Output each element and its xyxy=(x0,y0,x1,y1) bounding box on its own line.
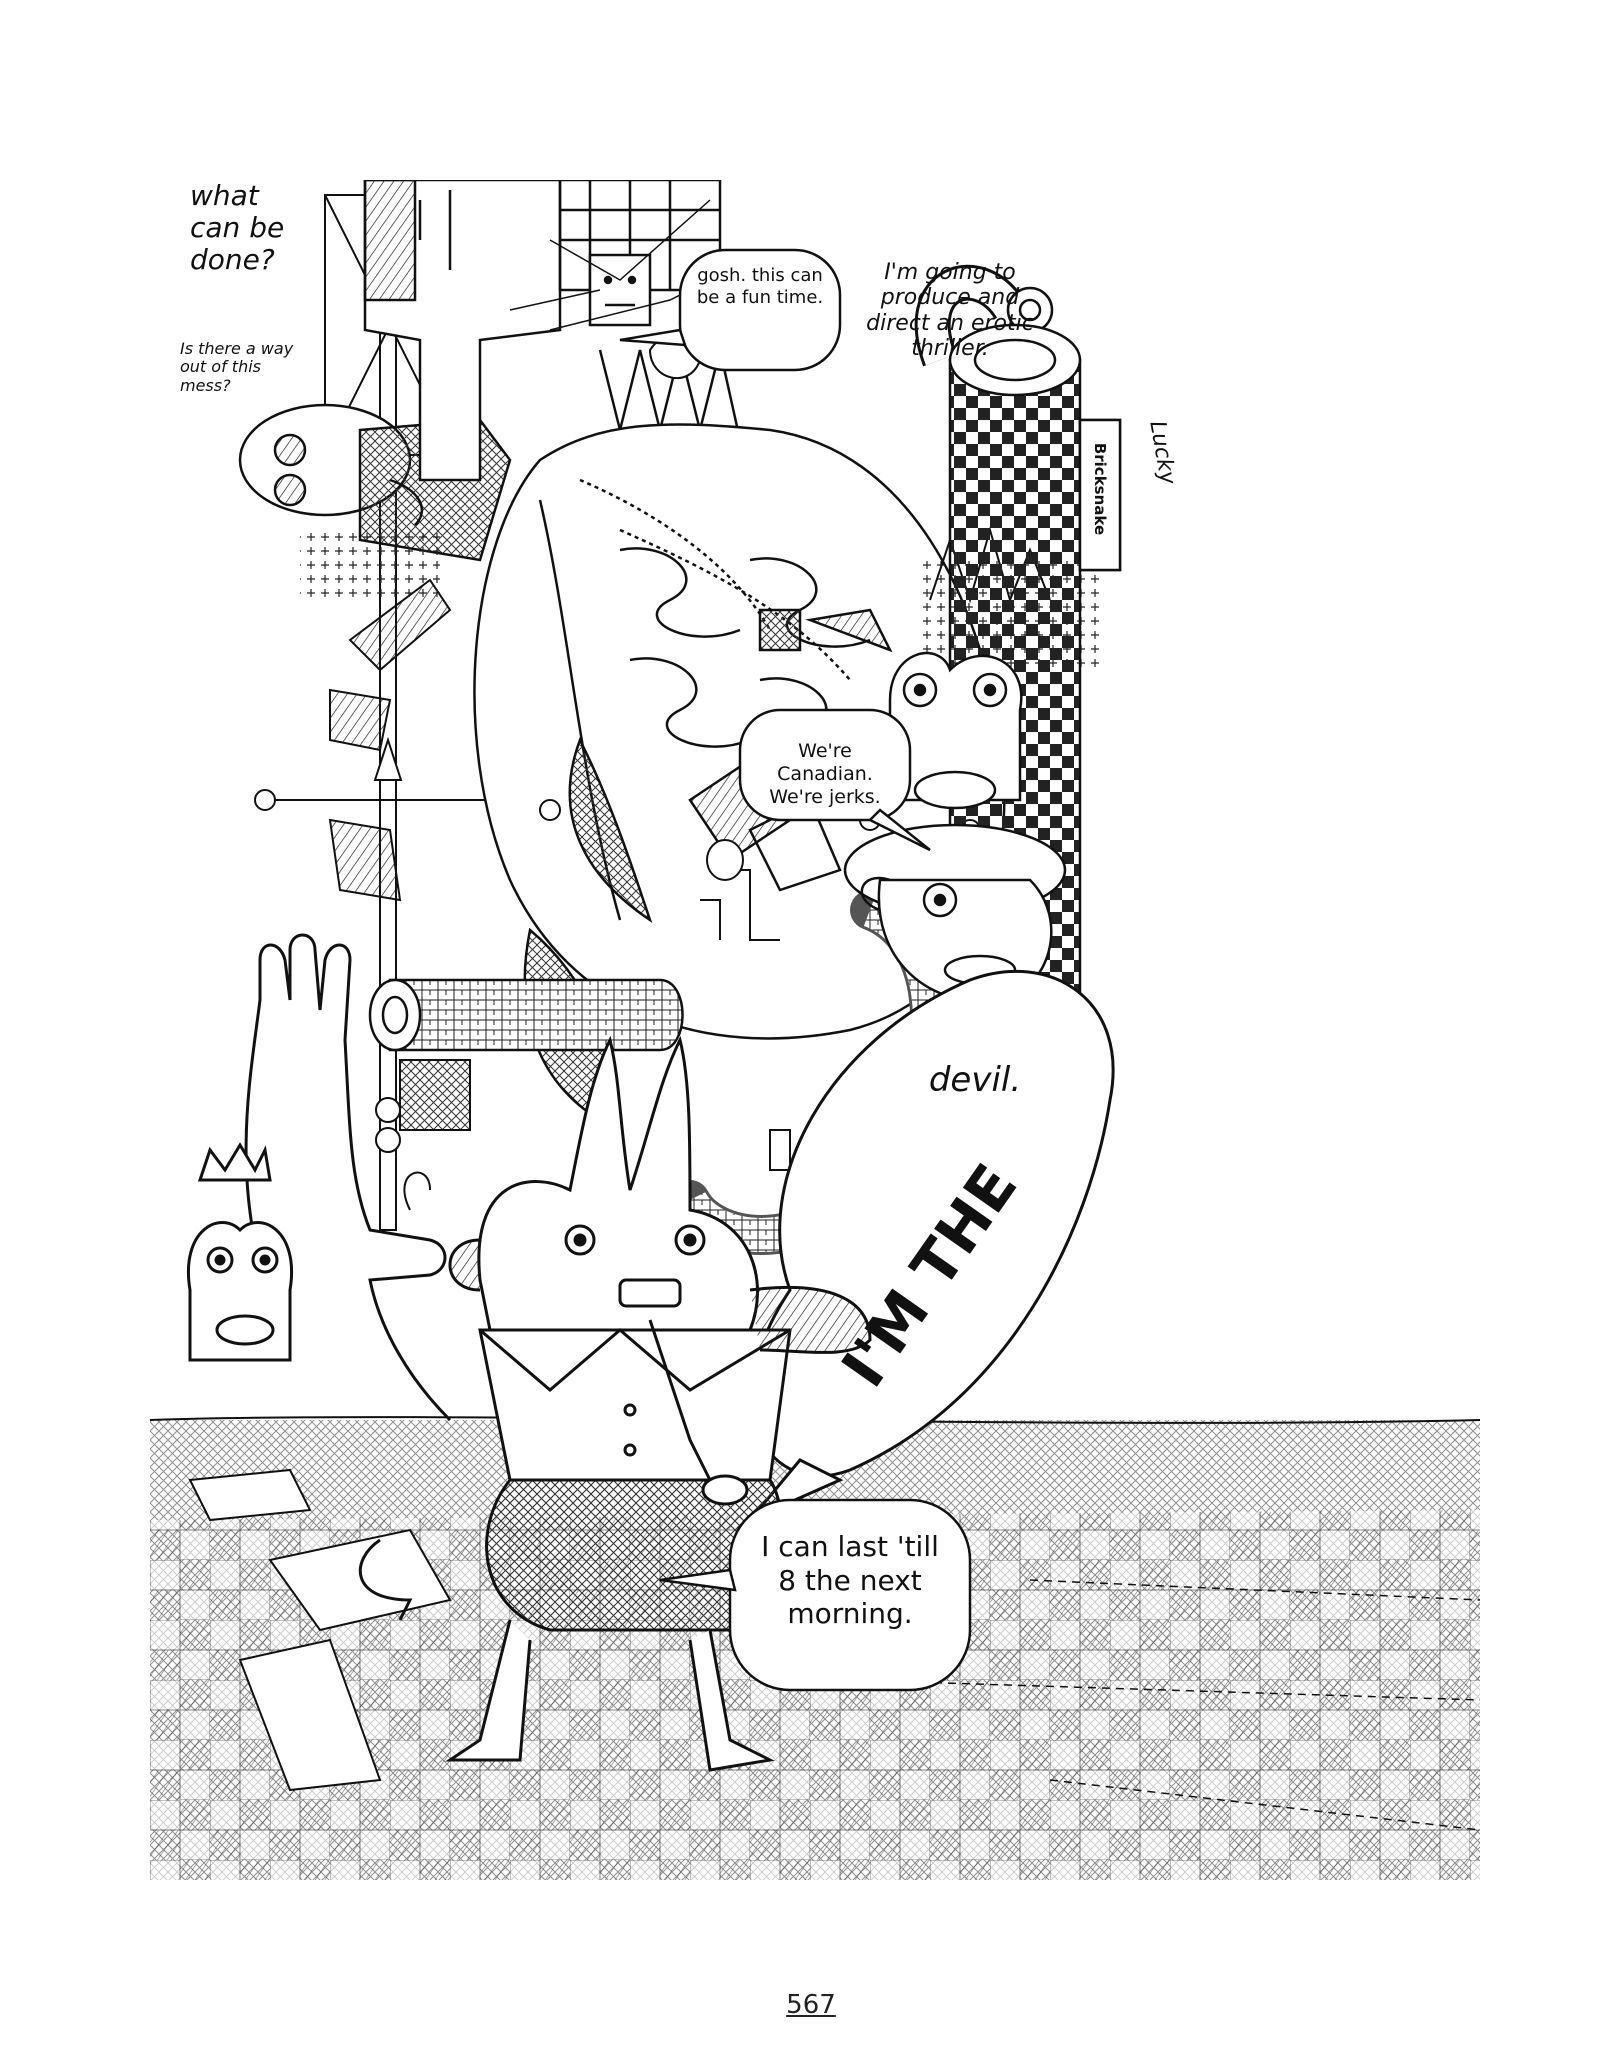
bubble-gosh: gosh. this can be a fun time. xyxy=(696,265,824,308)
canadian-bubble-shape xyxy=(738,708,912,822)
caption-way-out: Is there a way out of this mess? xyxy=(180,339,294,395)
bunny-eared-character xyxy=(445,1035,872,1772)
gosh-bubble-shape xyxy=(678,248,842,372)
brick-tube-horizontal xyxy=(368,978,684,1052)
bubble-last-till: I can last 'till 8 the next morning. xyxy=(761,1530,939,1631)
crowned-character xyxy=(187,1142,293,1362)
raised-hand-arm xyxy=(244,933,452,1422)
speech-bubble-shapes xyxy=(619,248,972,1692)
bubble-devil-word: devil. xyxy=(928,1060,1022,1100)
panel-artwork xyxy=(150,180,1480,1880)
comic-panel: what can be done? Is there a way out of … xyxy=(150,179,1480,1880)
page-number: 567 xyxy=(786,1990,836,2020)
caption-erotic-thriller: I'm going to produce and direct an eroti… xyxy=(866,260,1034,361)
caption-what-can-be-done: what can be done? xyxy=(190,179,285,277)
sign-bricksnake: Bricksnake xyxy=(1091,442,1109,536)
last-till-bubble-shape xyxy=(728,1498,972,1692)
bubble-canadian: We're Canadian. We're jerks. xyxy=(769,740,881,808)
